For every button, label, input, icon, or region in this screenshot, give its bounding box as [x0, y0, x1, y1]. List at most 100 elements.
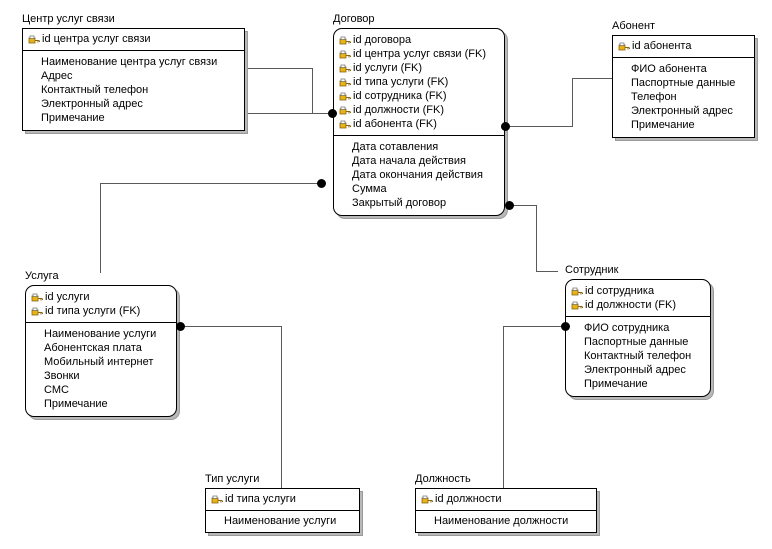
entity-box: id сотрудника id должности (FK) ФИО сотр… [565, 279, 711, 397]
line-segment [312, 68, 313, 113]
pk-label: id услуги (FK) [353, 62, 423, 74]
primary-key-section: id абонента [613, 36, 754, 58]
pk-row: id должности (FK) [339, 103, 498, 117]
attribute-row: Дата начала действия [352, 155, 466, 167]
pk-label: id абонента [632, 40, 692, 52]
pk-row: id сотрудника [571, 284, 704, 298]
pk-label: id абонента (FK) [353, 118, 437, 130]
pk-label: id центра услуг связи (FK) [353, 48, 486, 60]
key-icon [339, 78, 352, 89]
attribute-row: Наименование услуги [44, 328, 157, 340]
entity-box: id договора id центра услуг связи (FK) i… [333, 28, 505, 216]
entity-title: Центр услуг связи [22, 13, 117, 26]
attribute-row: Контактный телефон [41, 84, 149, 96]
key-icon [211, 495, 224, 506]
entity-servicetype[interactable]: Тип услуги id типа услуги Наименование у… [205, 473, 360, 533]
pk-label: id услуги [45, 291, 90, 303]
pk-label: id типа услуги (FK) [45, 305, 141, 317]
attribute-row: ФИО абонента [631, 63, 707, 75]
entity-service[interactable]: Услуга id услуги id типа услуги (FK) Наи… [25, 270, 177, 417]
attribute-row: СМС [44, 384, 69, 396]
entity-title: Тип услуги [205, 473, 262, 486]
attribute-row: Наименование должности [434, 515, 569, 527]
pk-label: id договора [353, 34, 412, 46]
line-segment [100, 183, 325, 184]
entity-title: Сотрудник [565, 264, 621, 277]
attribute-row: Дата окончания действия [352, 169, 483, 181]
key-icon [28, 35, 41, 46]
relationship-endpoint [501, 122, 510, 131]
key-icon [339, 92, 352, 103]
relationship-endpoint [561, 322, 570, 331]
attribute-row: Звонки [44, 370, 80, 382]
pk-label: id сотрудника [585, 285, 655, 297]
attribute-row: Паспортные данные [584, 336, 689, 348]
key-icon [571, 287, 584, 298]
attribute-section: Наименование услуги Абонентская плата Мо… [26, 323, 176, 416]
entity-box: id услуги id типа услуги (FK) Наименован… [25, 285, 177, 417]
entity-box: id абонента ФИО абонента Паспортные данн… [612, 35, 755, 138]
attribute-section: Дата сотавления Дата начала действия Дат… [334, 136, 504, 215]
entity-box: id должности Наименование должности [415, 488, 597, 533]
entity-position[interactable]: Должность id должности Наименование долж… [415, 473, 597, 533]
pk-row: id сотрудника (FK) [339, 89, 498, 103]
pk-row: id абонента (FK) [339, 117, 498, 131]
pk-row: id должности (FK) [571, 298, 704, 312]
entity-title: Должность [415, 473, 473, 486]
attribute-section: ФИО сотрудника Паспортные данные Контакт… [566, 317, 710, 396]
pk-label: id должности [435, 493, 502, 505]
attribute-row: Телефон [631, 91, 677, 103]
key-icon [339, 36, 352, 47]
line-segment [245, 113, 335, 114]
key-icon [421, 495, 434, 506]
key-icon [339, 64, 352, 75]
relationship-endpoint [328, 109, 337, 118]
attribute-section: Наименование должности [416, 511, 596, 532]
entity-employee[interactable]: Сотрудник id сотрудника id должности (FK… [565, 264, 711, 397]
line-segment [572, 78, 612, 79]
entity-center[interactable]: Центр услуг связи id центра услуг связи … [22, 13, 245, 131]
pk-label: id типа услуги (FK) [353, 76, 449, 88]
entity-contract[interactable]: Договор id договора id центра услуг связ… [333, 13, 505, 216]
line-segment [100, 183, 101, 273]
pk-row: id типа услуги [211, 492, 353, 506]
key-icon [31, 293, 44, 304]
line-segment [536, 205, 537, 272]
attribute-row: Адрес [41, 70, 73, 82]
line-segment [536, 271, 558, 272]
entity-title: Договор [333, 13, 377, 26]
line-segment [505, 126, 573, 127]
pk-row: id центра услуг связи [28, 32, 238, 46]
line-segment [503, 326, 565, 327]
pk-row: id договора [339, 33, 498, 47]
attribute-row: ФИО сотрудника [584, 322, 670, 334]
pk-label: id должности (FK) [585, 299, 677, 311]
attribute-row: Примечание [41, 112, 105, 124]
relationship-endpoint [176, 322, 185, 331]
pk-row: id типа услуги (FK) [339, 75, 498, 89]
pk-label: id центра услуг связи [42, 33, 151, 45]
primary-key-section: id договора id центра услуг связи (FK) i… [334, 29, 504, 136]
primary-key-section: id центра услуг связи [23, 29, 244, 51]
pk-label: id сотрудника (FK) [353, 90, 447, 102]
pk-row: id услуги [31, 290, 170, 304]
line-segment [503, 326, 504, 488]
attribute-row: Закрытый договор [352, 197, 447, 209]
relationship-endpoint [317, 179, 326, 188]
entity-title: Абонент [612, 20, 658, 33]
entity-subscriber[interactable]: Абонент id абонента ФИО абонента Паспорт… [612, 20, 755, 138]
key-icon [571, 301, 584, 312]
attribute-row: Электронный адрес [584, 364, 686, 376]
pk-row: id абонента [618, 39, 748, 53]
primary-key-section: id типа услуги [206, 489, 359, 511]
entity-box: id типа услуги Наименование услуги [205, 488, 360, 533]
relationship-endpoint [505, 201, 514, 210]
primary-key-section: id сотрудника id должности (FK) [566, 280, 710, 317]
key-icon [339, 120, 352, 131]
pk-row: id услуги (FK) [339, 61, 498, 75]
attribute-row: Сумма [352, 183, 387, 195]
attribute-section: Наименование услуги [206, 511, 359, 532]
attribute-row: Примечание [584, 378, 648, 390]
key-icon [618, 42, 631, 53]
